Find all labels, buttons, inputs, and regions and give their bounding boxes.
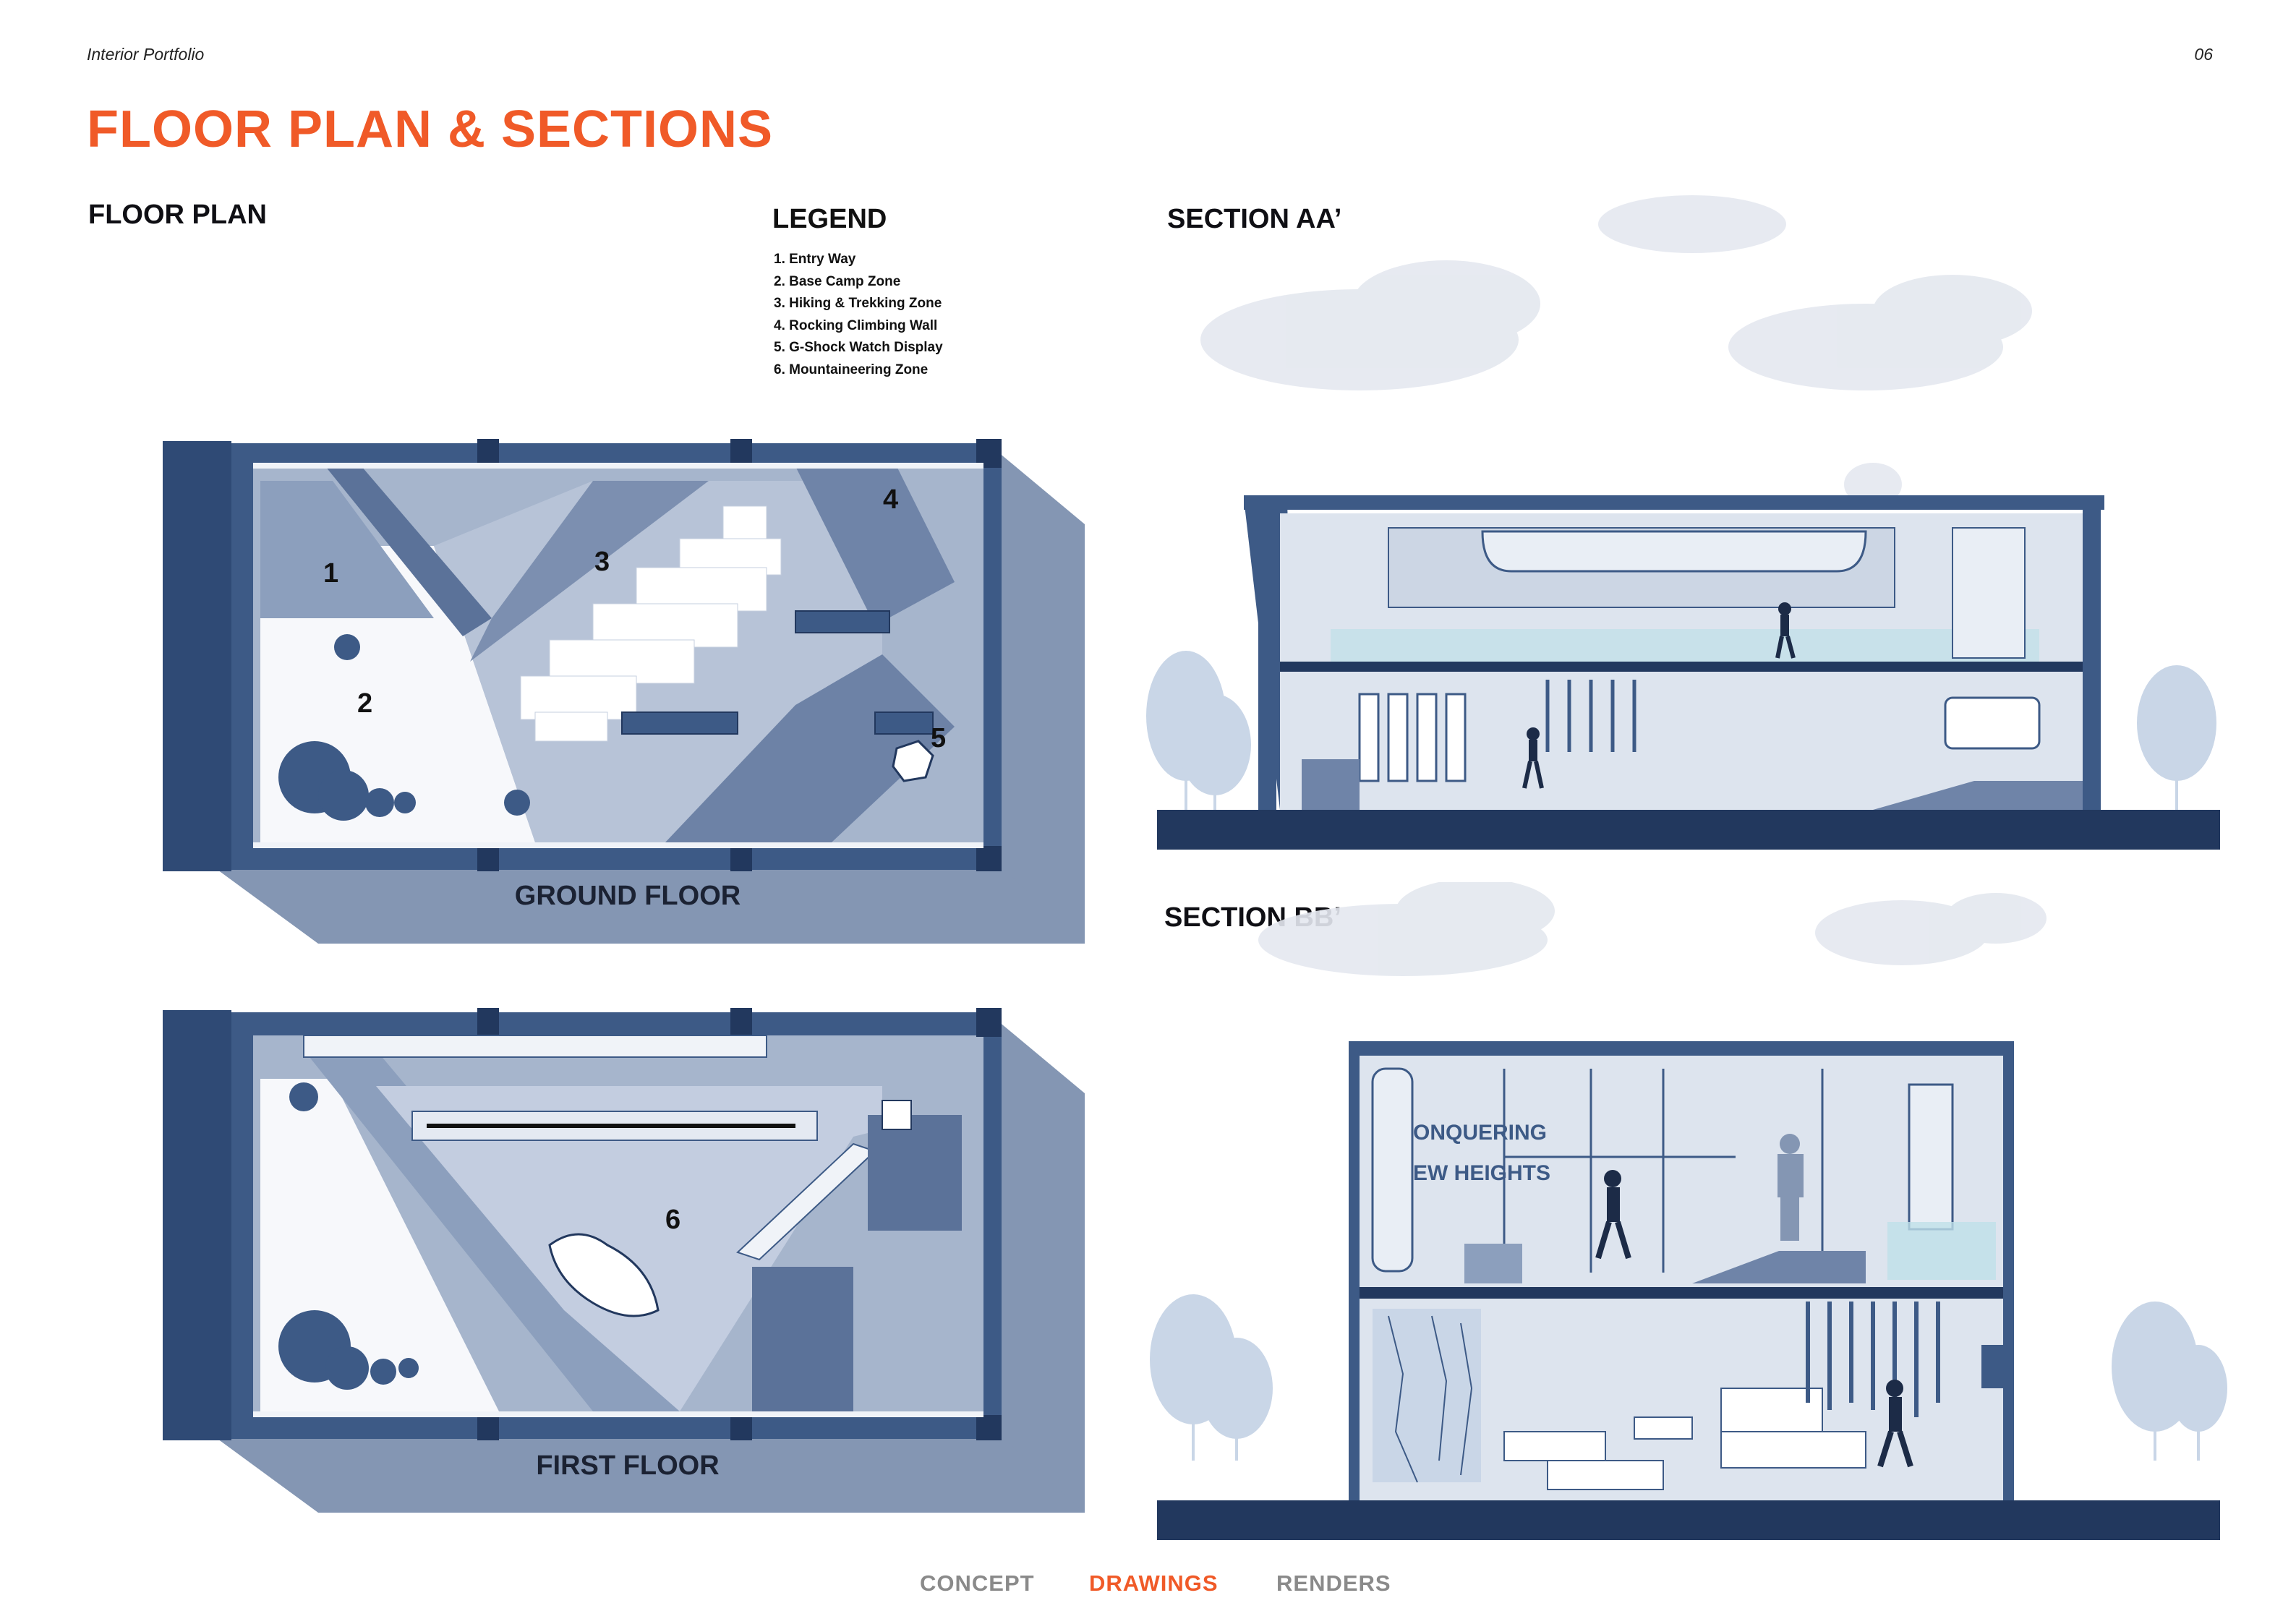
legend-item: 1. Entry Way [774, 252, 856, 267]
zone-number-2: 2 [357, 688, 373, 719]
page-number: 06 [2194, 45, 2213, 64]
first-floor-plan [163, 1008, 1085, 1513]
legend-item: 3. Hiking & Trekking Zone [774, 296, 942, 311]
first-floor-label: FIRST FLOOR [536, 1450, 720, 1481]
page-title: FLOOR PLAN & SECTIONS [87, 101, 774, 158]
zone-number-1: 1 [323, 558, 339, 589]
section-aa-heading: SECTION AA’ [1167, 204, 1342, 234]
wall-graphic-text-line1: ONQUERING [1413, 1121, 1548, 1145]
zone-number-4: 4 [883, 484, 899, 515]
nav-renders[interactable]: RENDERS [1276, 1570, 1391, 1596]
nav-drawings[interactable]: DRAWINGS [1089, 1570, 1219, 1596]
floor-plan-heading: FLOOR PLAN [88, 200, 267, 230]
legend-item: 2. Base Camp Zone [774, 273, 901, 289]
legend-item: 6. Mountaineering Zone [774, 362, 929, 377]
zone-number-6: 6 [665, 1205, 681, 1235]
legend-title: LEGEND [772, 204, 887, 234]
legend-item: 4. Rocking Climbing Wall [774, 317, 938, 333]
legend-list: 1. Entry Way 2. Base Camp Zone 3. Hiking… [774, 249, 943, 381]
ground-floor-label: GROUND FLOOR [514, 881, 741, 911]
nav-concept[interactable]: CONCEPT [920, 1570, 1035, 1596]
zone-number-3: 3 [594, 547, 610, 577]
ground-floor-plan [163, 439, 1085, 944]
section-bb-drawing [1150, 882, 2227, 1540]
wall-graphic-text-line2: EW HEIGHTS [1413, 1161, 1551, 1185]
zone-number-5: 5 [931, 723, 947, 753]
legend-item: 5. G-Shock Watch Display [774, 340, 943, 355]
portfolio-label: Interior Portfolio [87, 45, 205, 64]
section-aa-drawing [1146, 195, 2220, 850]
